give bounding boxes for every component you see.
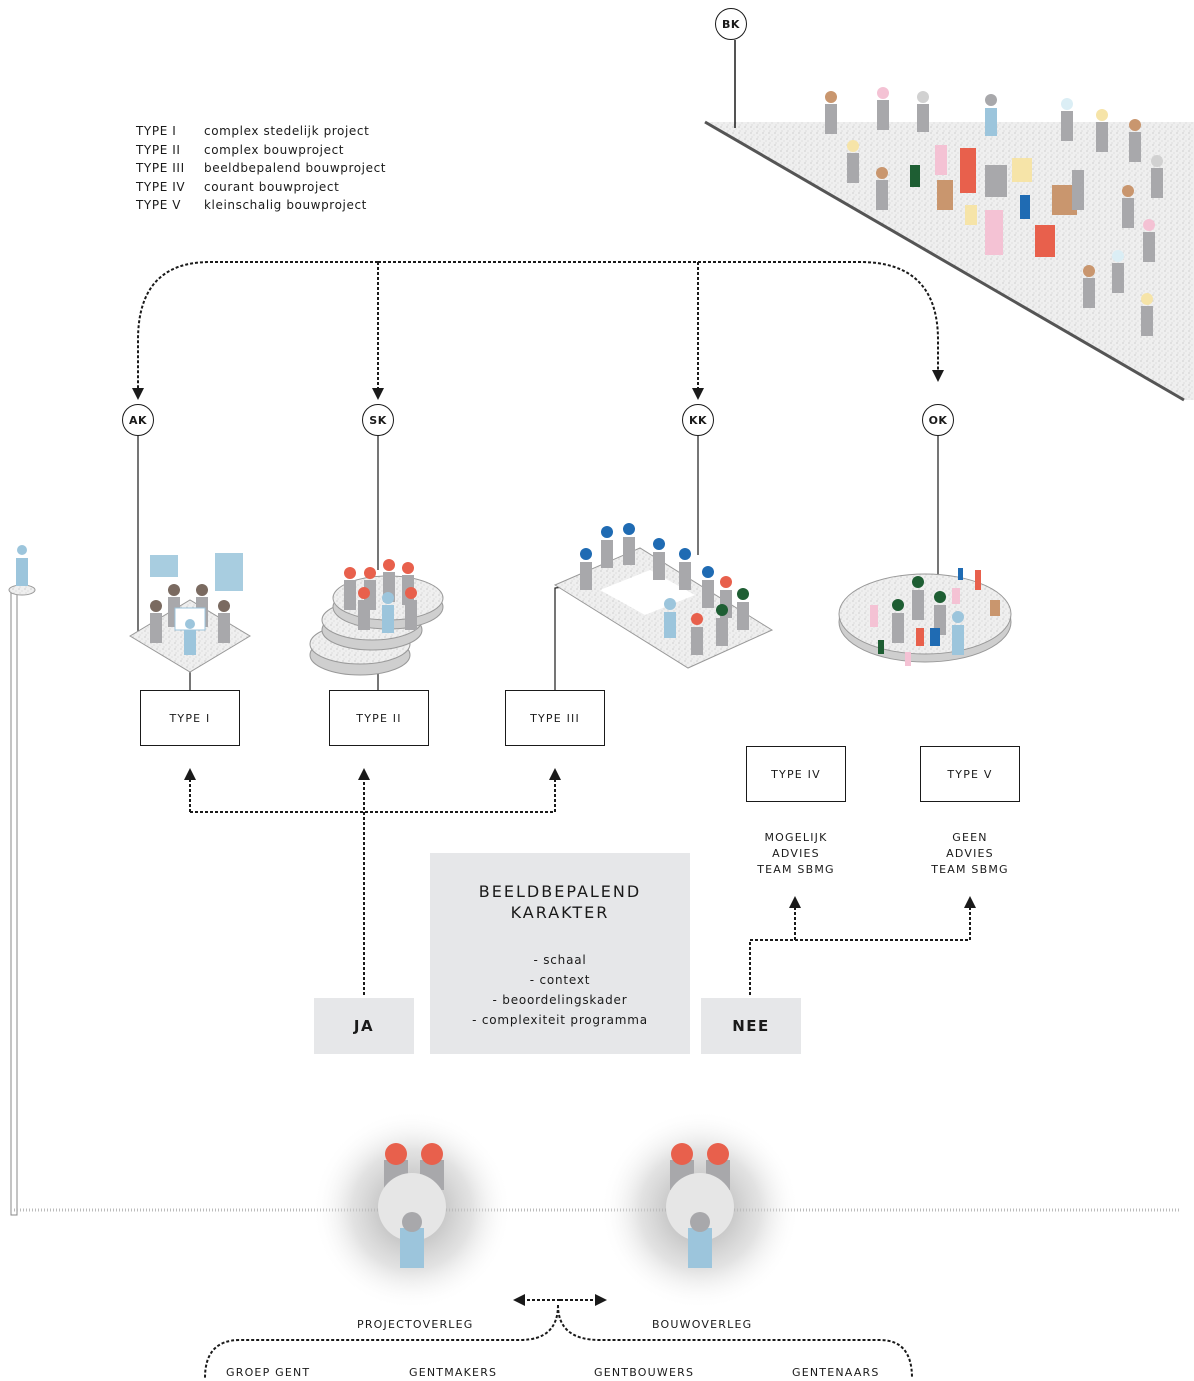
note-line: TEAM SBMG [757, 863, 835, 876]
criterion: - schaal [533, 953, 587, 967]
note-line: ADVIES [772, 847, 820, 860]
legend-code: TYPE IV [136, 179, 186, 194]
criterion: - beoordelingskader [492, 993, 628, 1007]
committee-sk: SK [362, 404, 394, 436]
legend-text: kleinschalig bouwproject [204, 198, 367, 212]
legend-text: courant bouwproject [204, 179, 340, 194]
note-line: MOGELIJK [764, 831, 828, 844]
projectoverleg-label: PROJECTOVERLEG [357, 1318, 474, 1331]
sk-platform [309, 559, 444, 676]
legend-row: TYPE III beeldbepalend bouwproject [136, 159, 386, 178]
ok-platform [838, 568, 1012, 666]
bk-crowd [825, 87, 1163, 336]
committee-kk: KK [682, 404, 714, 436]
type-v-note: GEEN ADVIES TEAM SBMG [900, 830, 1040, 878]
legend-code: TYPE II [136, 142, 181, 157]
ak-platform [129, 553, 251, 673]
type-iii-box: TYPE III [505, 690, 605, 746]
decision-criteria: - schaal - context - beoordelingskader -… [430, 950, 690, 1030]
legend-code: TYPE I [136, 124, 177, 138]
committee-bk: BK [715, 8, 747, 40]
note-line: GEEN [952, 831, 988, 844]
type-iv-box: TYPE IV [746, 746, 846, 802]
type-i-box: TYPE I [140, 690, 240, 746]
bouwoverleg-illustration [600, 1110, 800, 1310]
projectoverleg-illustration [312, 1110, 512, 1310]
bk-platform [704, 40, 1194, 402]
group-label: GENTMAKERS [409, 1366, 498, 1379]
kk-platform [553, 523, 774, 669]
legend-code: TYPE III [136, 161, 185, 175]
note-line: ADVIES [946, 847, 994, 860]
legend-row: TYPE II complex bouwproject [136, 141, 386, 160]
no-box: NEE [701, 998, 801, 1054]
committee-ok: OK [922, 404, 954, 436]
legend-row: TYPE IV courant bouwproject [136, 178, 386, 197]
committee-ak: AK [122, 404, 154, 436]
decision-title: BEELDBEPALEND KARAKTER [430, 881, 690, 923]
type-iv-note: MOGELIJK ADVIES TEAM SBMG [726, 830, 866, 878]
distribution-arrows [132, 261, 976, 1379]
note-line: TEAM SBMG [931, 863, 1009, 876]
decision-title-line: BEELDBEPALEND [478, 882, 642, 901]
legend-text: complex bouwproject [204, 142, 345, 157]
type-v-box: TYPE V [920, 746, 1020, 802]
committee-lines [137, 436, 939, 690]
legend-row: TYPE V kleinschalig bouwproject [136, 196, 386, 215]
legend-text: complex stedelijk project [204, 124, 370, 138]
decision-title-line: KARAKTER [510, 903, 610, 922]
type-legend: TYPE I complex stedelijk project TYPE II c… [136, 122, 386, 215]
legend-row: TYPE I complex stedelijk project [136, 122, 386, 141]
decision-panel [430, 853, 690, 1054]
legend-code: TYPE V [136, 198, 182, 212]
yes-box: JA [314, 998, 414, 1054]
bouwoverleg-label: BOUWOVERLEG [652, 1318, 753, 1331]
legend-text: beeldbepalend bouwproject [204, 161, 387, 175]
criterion: - complexiteit programma [472, 1013, 648, 1027]
left-pole [8, 545, 36, 1216]
group-label: GROEP GENT [226, 1366, 311, 1379]
group-label: GENTENAARS [792, 1366, 880, 1379]
type-ii-box: TYPE II [329, 690, 429, 746]
criterion: - context [529, 973, 591, 987]
group-label: GENTBOUWERS [594, 1366, 695, 1379]
